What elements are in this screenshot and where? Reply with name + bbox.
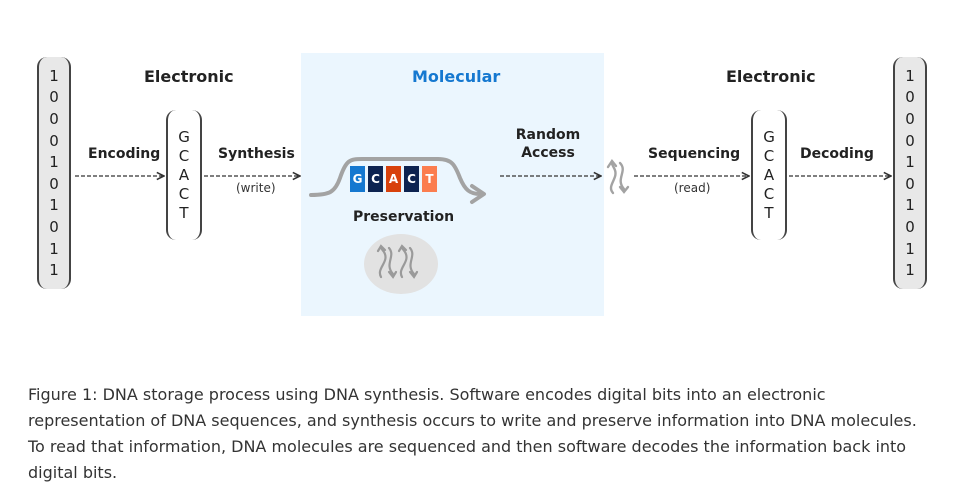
right-electronic-heading: Electronic [726, 67, 816, 86]
bit: 1 [49, 261, 59, 280]
dna-strand-path [309, 157, 482, 197]
read-molecule-icon [606, 158, 630, 195]
base: T [764, 203, 774, 222]
sequencing-label: Sequencing [648, 146, 741, 162]
base: C [763, 184, 775, 203]
synthesis-label: Synthesis [218, 146, 295, 162]
bit: 0 [49, 218, 59, 236]
encoding-label: Encoding [88, 146, 161, 162]
random-access-label: Random Access [513, 126, 583, 162]
wavy-molecules-icon [376, 244, 419, 279]
bit: 1 [49, 66, 59, 85]
bit: 0 [49, 109, 59, 128]
figure-caption: Figure 1: DNA storage process using DNA … [28, 385, 917, 482]
bit: 1 [49, 239, 59, 258]
bit: 1 [49, 196, 59, 215]
bit: 1 [905, 239, 915, 258]
dna-strand-arrowhead [470, 184, 486, 204]
base: A [178, 165, 190, 184]
base: C [178, 184, 190, 203]
strand-base-c: C [368, 166, 383, 192]
left-dna-sequence: G C A C T [166, 110, 202, 240]
strand-base-g: G [350, 166, 365, 192]
sequencing-note: (read) [674, 181, 711, 195]
base: C [763, 146, 775, 165]
right-dna-sequence: G C A C T [751, 110, 787, 240]
input-bits-vector: 1 0 0 0 1 0 1 0 1 1 [37, 57, 71, 289]
base: A [763, 165, 775, 184]
base: C [178, 146, 190, 165]
bit: 1 [905, 153, 915, 172]
bit: 0 [905, 131, 915, 150]
base: T [179, 203, 189, 222]
strand-base-t: T [422, 166, 437, 192]
bit: 0 [905, 174, 915, 193]
bit: 1 [49, 153, 59, 172]
decoding-label: Decoding [800, 146, 874, 162]
preservation-label: Preservation [353, 209, 455, 225]
molecular-heading: Molecular [412, 67, 501, 86]
bit: 1 [905, 196, 915, 215]
bit: 1 [905, 261, 915, 280]
bit: 0 [49, 174, 59, 193]
bit: 0 [905, 218, 915, 236]
random-access-line1: Random [515, 127, 581, 143]
strand-base-c: C [404, 166, 419, 192]
random-access-line2: Access [521, 145, 575, 161]
base: G [178, 127, 190, 146]
synthesis-note: (write) [236, 181, 276, 195]
bit: 0 [905, 109, 915, 128]
bit: 0 [49, 88, 59, 107]
left-electronic-heading: Electronic [144, 67, 234, 86]
bit: 0 [49, 131, 59, 150]
base: G [763, 127, 775, 146]
strand-base-a: A [386, 166, 401, 192]
bit: 0 [905, 88, 915, 107]
output-bits-vector: 1 0 0 0 1 0 1 0 1 1 [893, 57, 927, 289]
dna-strand-bases: G C A C T [350, 166, 437, 192]
preserved-molecules-blob [364, 234, 438, 294]
bit: 1 [905, 66, 915, 85]
